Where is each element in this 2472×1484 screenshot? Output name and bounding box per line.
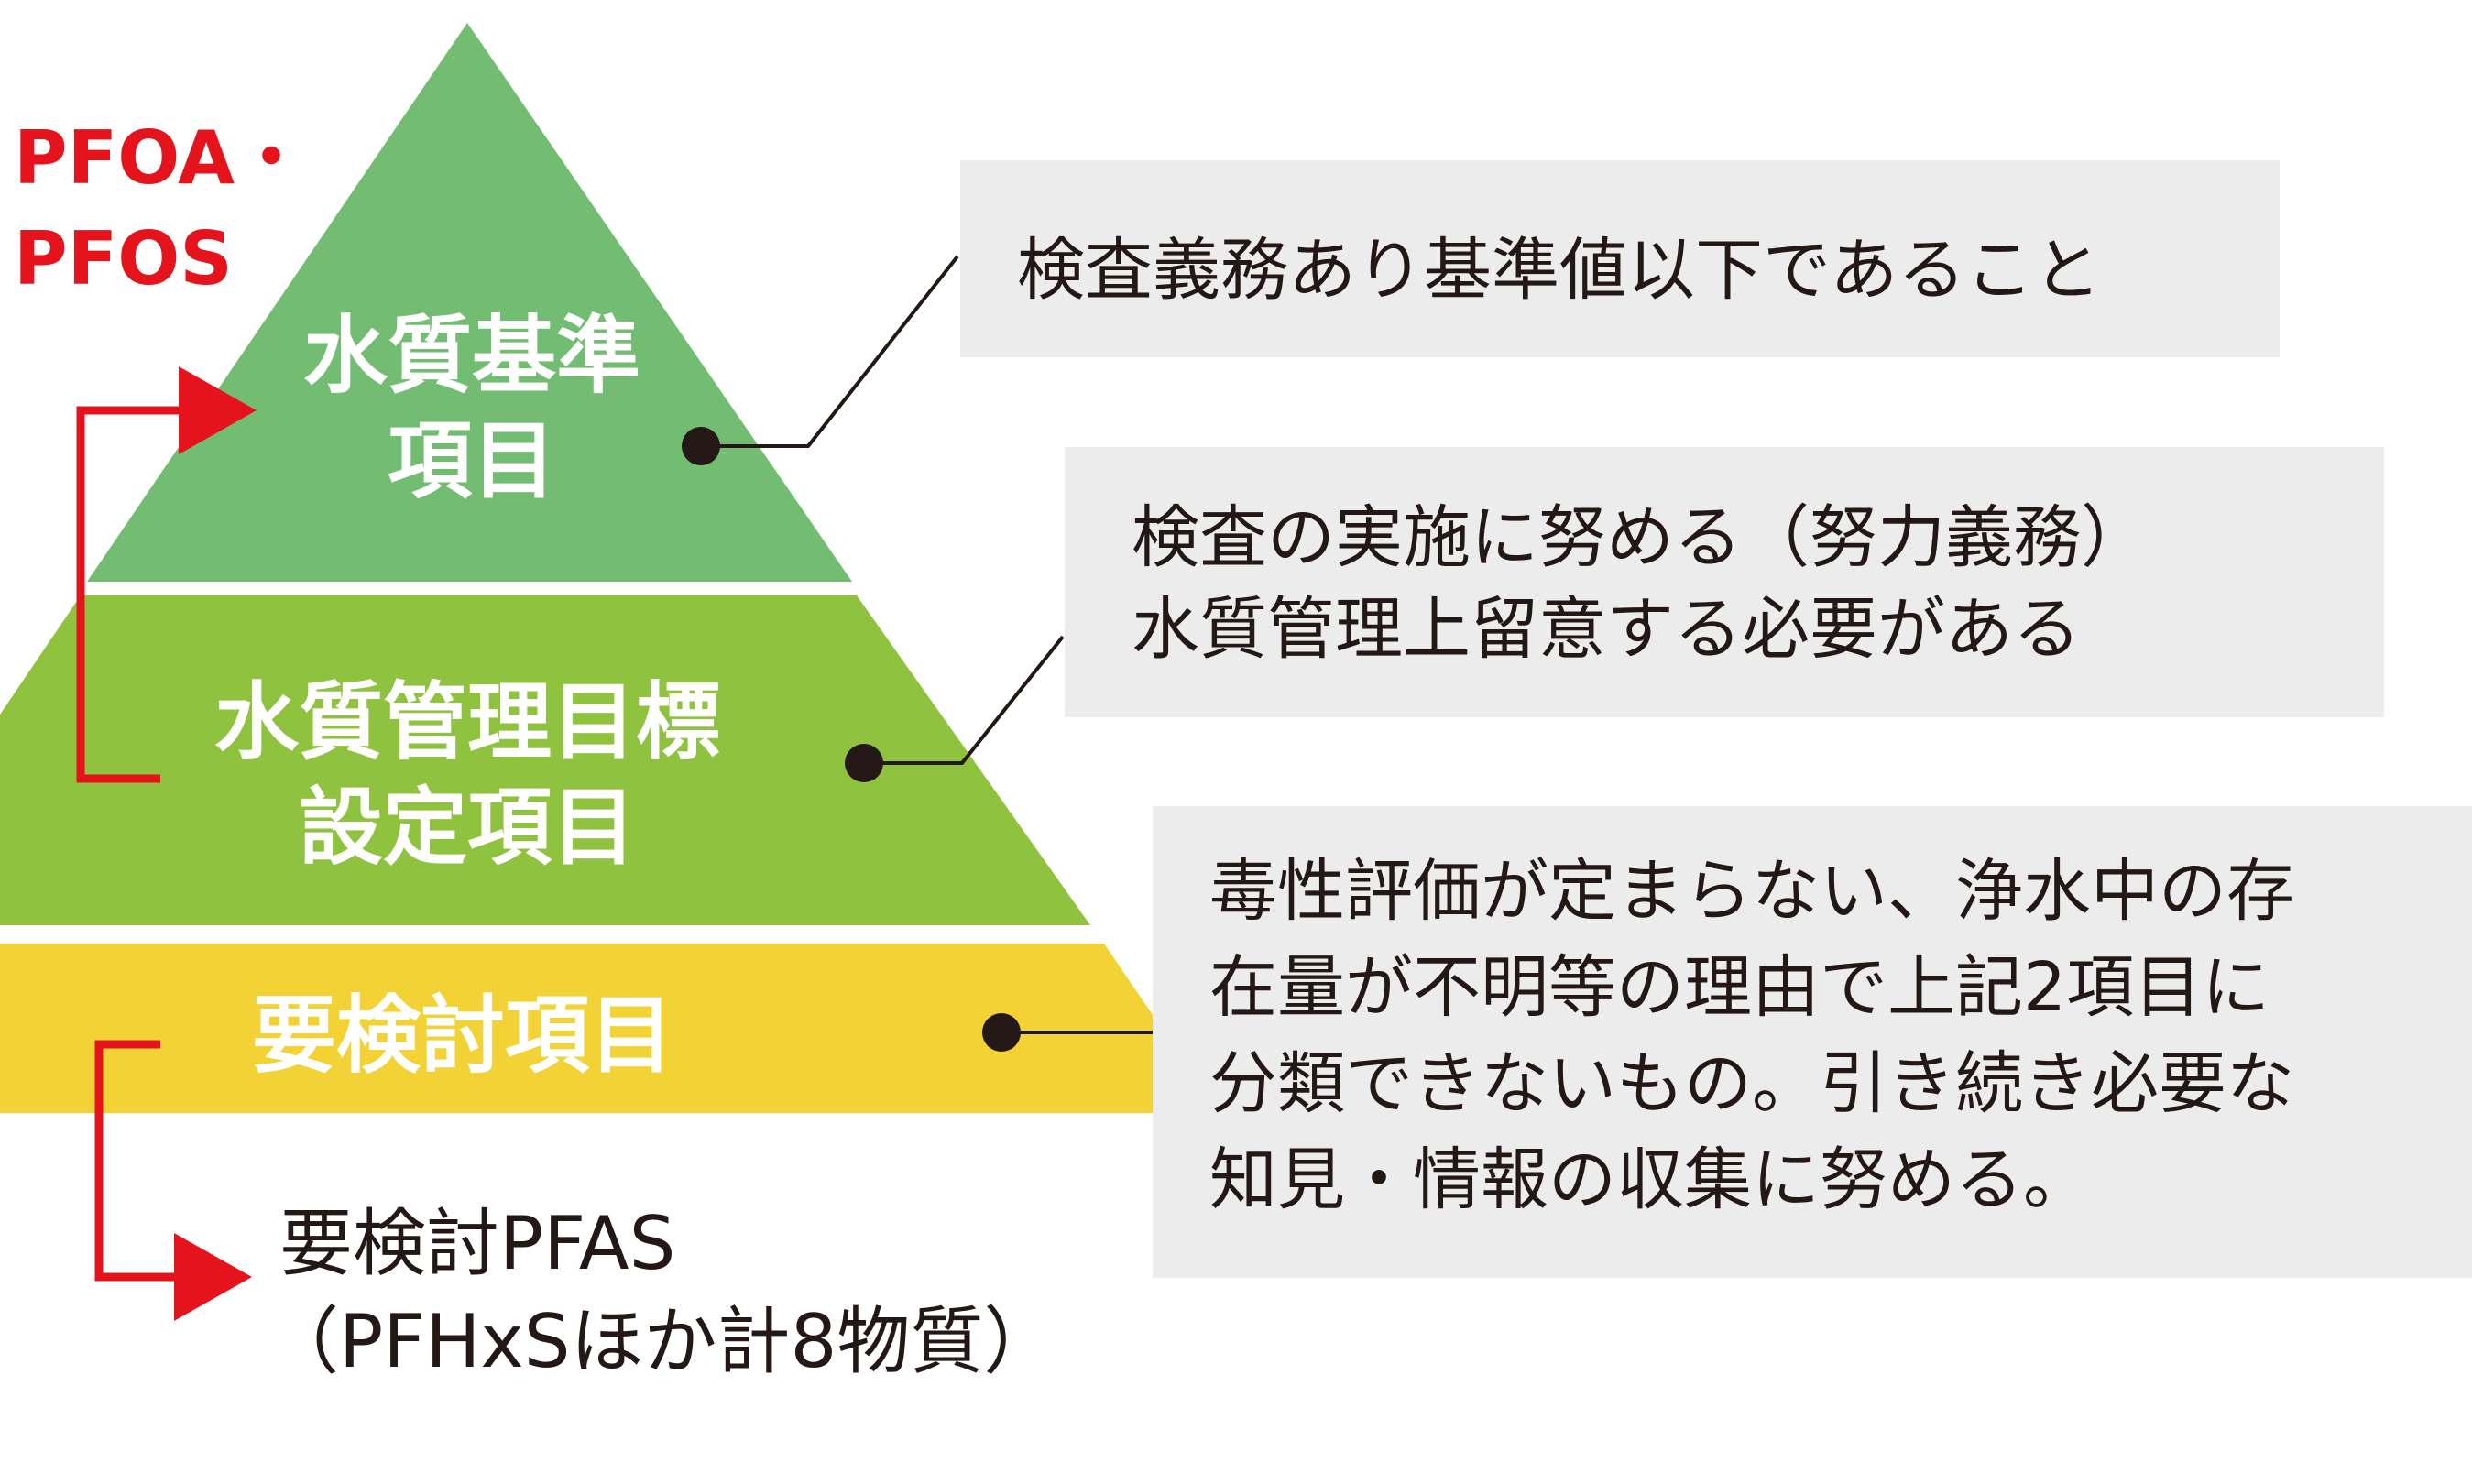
tier-3-description-line3: 分類できないもの。引き続き必要な [1209, 1044, 2294, 1123]
tier-2-description-line1: 検査の実施に努める（努力義務） [1132, 498, 2149, 577]
tier-1-description-box [960, 160, 2280, 357]
tier-3-description-line4: 知見・情報の収集に努める。 [1209, 1140, 2091, 1219]
connector-dot-icon [982, 1013, 1021, 1052]
connector-dot-icon [682, 427, 720, 465]
tier-3-title: 要検討項目 [252, 987, 673, 1085]
tier-2-description-line2: 水質管理上留意する必要がある [1132, 590, 2081, 669]
tier-1-title-line2: 項目 [388, 412, 556, 510]
pfoa-pfos-label-line1: PFOA・ [14, 115, 308, 201]
tier-2-title-line1: 水質管理目標 [214, 673, 720, 771]
tier-3-description-line2: 在量が不明等の理由で上記2項目に [1209, 948, 2270, 1027]
tier-1-connector [682, 255, 959, 465]
tier-1-title-line1: 水質基準 [303, 307, 640, 405]
tier-3-connector [982, 1013, 1153, 1052]
arrow-head-icon [179, 366, 257, 454]
substances-arrow [94, 1040, 252, 1321]
tier-3-shape [0, 944, 1182, 1113]
tier-1-description-line1: 検査義務あり基準値以下であること [1017, 231, 2101, 310]
substances-line1: 要検討PFAS [279, 1201, 675, 1286]
tier-3-description-box [1153, 806, 2472, 1278]
reclassification-arrow [76, 366, 257, 783]
connector-dot-icon [845, 744, 883, 782]
tier-2-description-box [1065, 447, 2384, 717]
tier-1-shape [87, 23, 852, 582]
tier-3-description-line1: 毒性評価が定まらない、浄水中の存 [1209, 852, 2294, 931]
pfoa-pfos-label-line2: PFOS [14, 216, 233, 301]
arrow-head-icon [174, 1233, 252, 1321]
substances-line2: （PFHxSほか計8物質） [266, 1299, 1056, 1384]
tier-2-shape [0, 595, 1090, 925]
tier-2-title-line2: 設定項目 [299, 779, 636, 877]
tier-2-connector [845, 635, 1065, 782]
